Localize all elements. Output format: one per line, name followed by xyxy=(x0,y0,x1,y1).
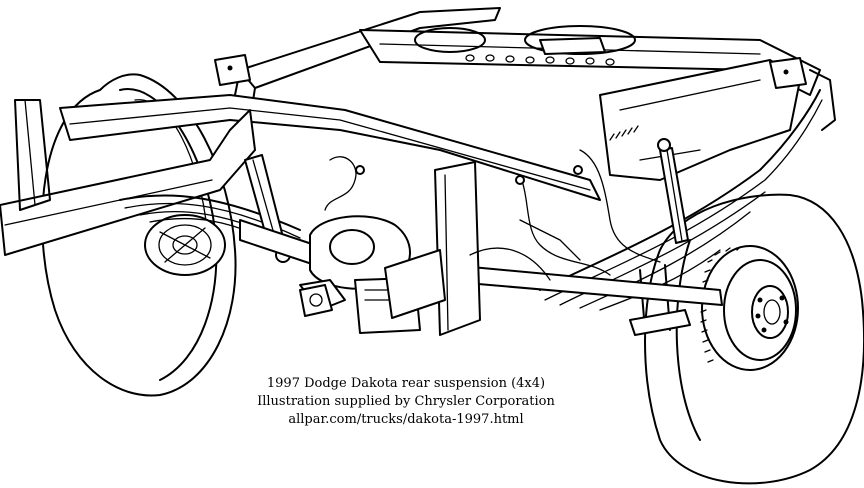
right-leaf-spring xyxy=(539,69,836,336)
caption-url: allpar.com/trucks/dakota-1997.html xyxy=(288,412,524,427)
caption-credit: Illustration supplied by Chrysler Corpor… xyxy=(257,394,555,409)
left-brake-drum xyxy=(144,214,226,276)
center-bracket xyxy=(384,161,481,336)
right-shock-absorber xyxy=(657,138,689,244)
figure-caption: 1997 Dodge Dakota rear suspension (4x4) … xyxy=(246,375,566,429)
right-brake-drum xyxy=(700,245,799,371)
frame-brackets xyxy=(214,37,807,141)
brake-lines xyxy=(324,149,661,281)
caption-title: 1997 Dodge Dakota rear suspension (4x4) xyxy=(266,376,546,391)
